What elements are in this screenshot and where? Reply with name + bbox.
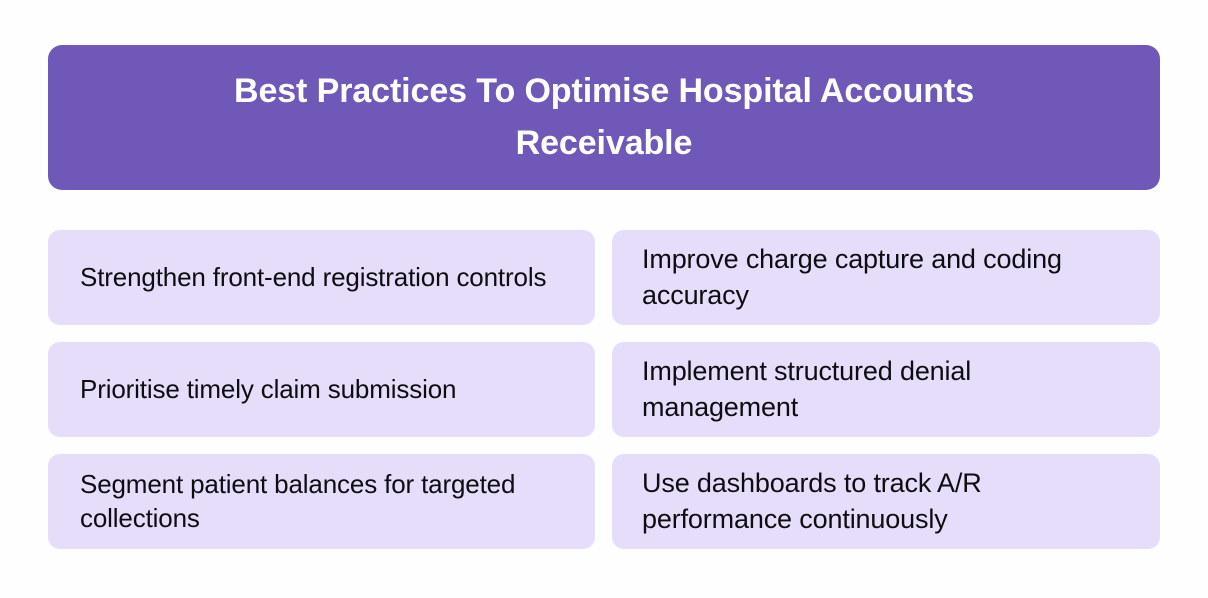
practice-card-label: Improve charge capture and coding accura…	[642, 244, 1062, 310]
practice-card-timely-claim-submission: Prioritise timely claim submission	[48, 342, 595, 437]
practice-card-label: Strengthen front-end registration contro…	[80, 261, 547, 292]
header-banner: Best Practices To Optimise Hospital Acco…	[48, 45, 1160, 190]
practice-card-label: Prioritise timely claim submission	[80, 373, 457, 404]
page-title: Best Practices To Optimise Hospital Acco…	[233, 71, 974, 162]
practice-card-label: Segment patient balances for targeted co…	[80, 468, 516, 533]
practice-card-label: Implement structured denial management	[642, 356, 972, 422]
practice-card-charge-capture-coding: Improve charge capture and coding accura…	[612, 230, 1160, 325]
practices-card-grid: Strengthen front-end registration contro…	[48, 230, 1160, 549]
practice-card-label: Use dashboards to track A/R performance …	[642, 468, 982, 534]
practice-card-denial-management: Implement structured denial management	[612, 342, 1160, 437]
practice-card-patient-balances: Segment patient balances for targeted co…	[48, 454, 595, 549]
practice-card-front-end-registration: Strengthen front-end registration contro…	[48, 230, 595, 325]
practice-card-ar-dashboards: Use dashboards to track A/R performance …	[612, 454, 1160, 549]
